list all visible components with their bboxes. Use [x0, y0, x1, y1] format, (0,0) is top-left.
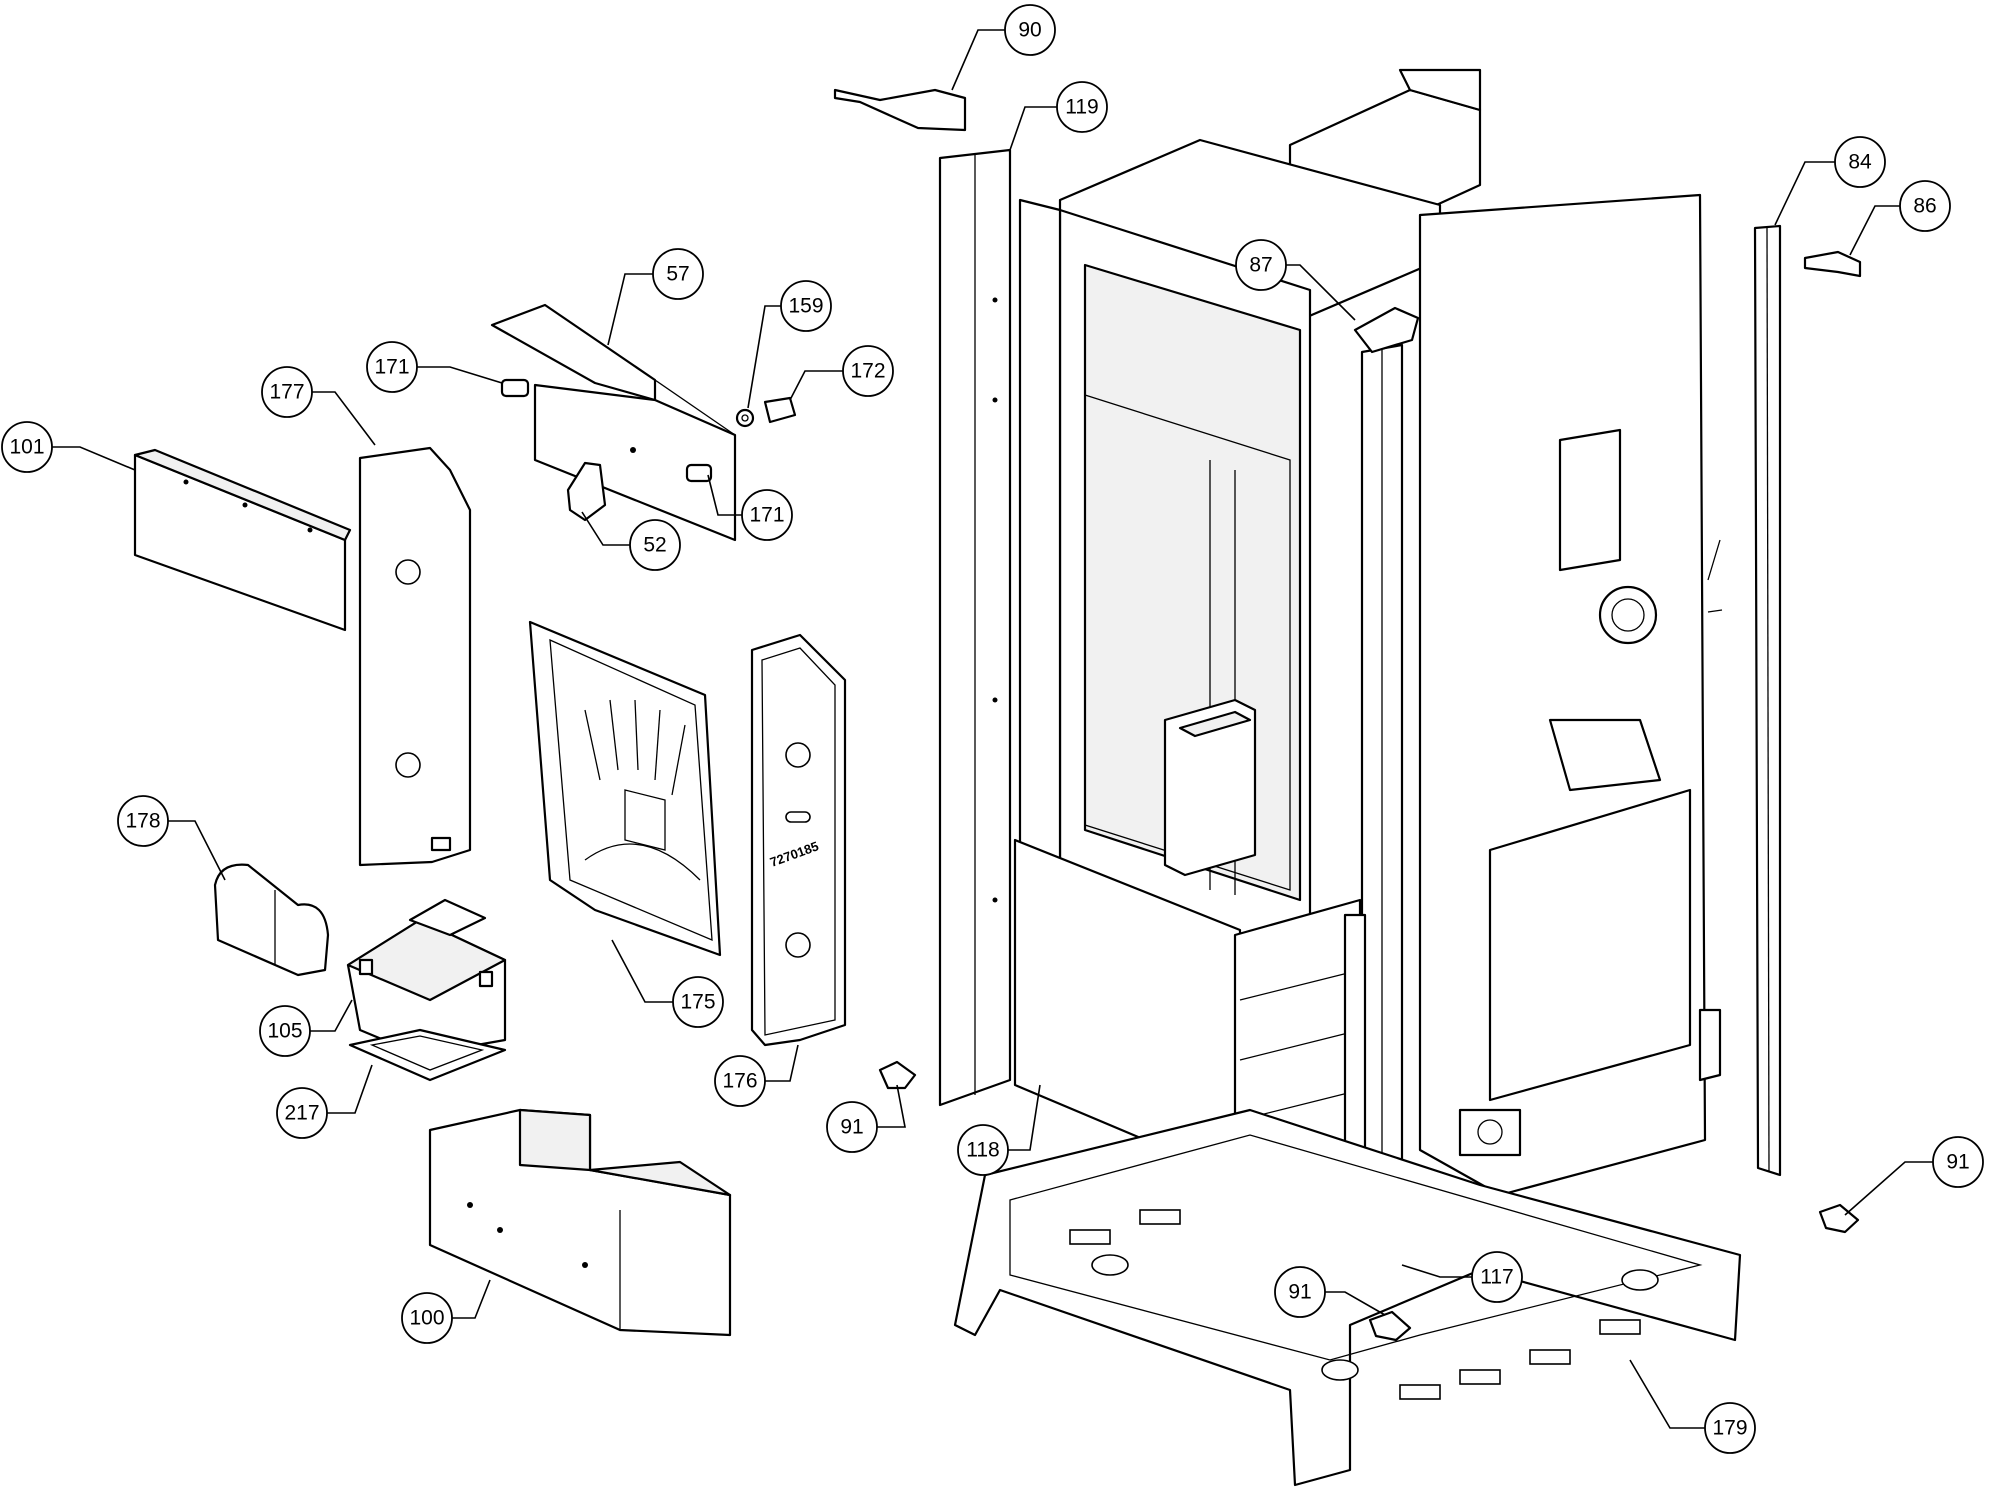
part-101-top-rail [133, 448, 352, 632]
part-84-right-profile [1753, 224, 1782, 1177]
callout-label: 177 [269, 381, 304, 404]
callout-label: 172 [850, 360, 885, 383]
callout-84: 84 [1834, 136, 1886, 188]
callout-label: 176 [722, 1070, 757, 1093]
callout-159: 159 [780, 280, 832, 332]
callout-171-top: 171 [366, 341, 418, 393]
part-217-gasket [348, 1028, 507, 1082]
part-105-burner-pot [346, 898, 507, 1057]
callout-label: 171 [374, 356, 409, 379]
part-175-back-plate [528, 620, 722, 957]
callout-label: 100 [409, 1307, 444, 1330]
callout-101: 101 [1, 421, 53, 473]
callout-117: 117 [1471, 1251, 1523, 1303]
callout-label: 171 [749, 504, 784, 527]
callout-179: 179 [1704, 1402, 1756, 1454]
part-179-base [953, 1108, 1742, 1487]
callout-label: 217 [284, 1102, 319, 1125]
callout-86: 86 [1899, 180, 1951, 232]
part-117-front-profile [1343, 343, 1404, 1272]
callout-label: 91 [1288, 1281, 1311, 1304]
callout-91-center: 91 [1274, 1266, 1326, 1318]
callout-177: 177 [261, 366, 313, 418]
callout-172: 172 [842, 345, 894, 397]
part-86-clip [1803, 250, 1862, 278]
part-100-hopper-box [428, 1108, 732, 1337]
callout-label: 90 [1018, 19, 1041, 42]
callout-label: 178 [125, 810, 160, 833]
part-119-left-profile [938, 148, 1012, 1107]
callout-87: 87 [1235, 239, 1287, 291]
callout-label: 159 [788, 295, 823, 318]
callout-label: 179 [1712, 1417, 1747, 1440]
callout-label: 117 [1480, 1266, 1513, 1289]
callout-90: 90 [1004, 4, 1056, 56]
callout-118: 118 [957, 1124, 1009, 1176]
callout-label: 86 [1913, 195, 1936, 218]
part-91-wheels [878, 1060, 1860, 1342]
callout-label: 175 [680, 991, 715, 1014]
callout-178: 178 [117, 795, 169, 847]
callout-91-right: 91 [1932, 1136, 1984, 1188]
callout-105: 105 [259, 1005, 311, 1057]
callout-label: 91 [840, 1116, 863, 1139]
callout-171-bottom: 171 [741, 489, 793, 541]
part-177-side-panel [358, 446, 472, 867]
callout-100: 100 [401, 1292, 453, 1344]
callout-label: 118 [966, 1139, 999, 1162]
callout-label: 52 [643, 534, 666, 557]
callout-label: 57 [666, 263, 689, 286]
callout-label: 91 [1946, 1151, 1969, 1174]
callout-176: 176 [714, 1055, 766, 1107]
part-90-bracket [833, 88, 967, 132]
callout-label: 87 [1249, 254, 1272, 277]
callout-label: 105 [267, 1020, 302, 1043]
callout-217: 217 [276, 1087, 328, 1139]
part-178-cover [213, 863, 330, 977]
part-52-latch [566, 461, 607, 522]
part-57-deflector [490, 303, 737, 542]
callout-119: 119 [1056, 81, 1108, 133]
part-176-insert: 7270185 [750, 633, 847, 1047]
callout-label: 84 [1848, 151, 1872, 174]
callout-label: 101 [9, 436, 44, 459]
callout-91-left: 91 [826, 1101, 878, 1153]
callout-175: 175 [672, 976, 724, 1028]
part-87-bracket [1353, 306, 1420, 354]
callout-52: 52 [629, 519, 681, 571]
callout-57: 57 [652, 248, 704, 300]
hardware-fasteners [500, 378, 797, 483]
callout-label: 119 [1065, 96, 1098, 119]
